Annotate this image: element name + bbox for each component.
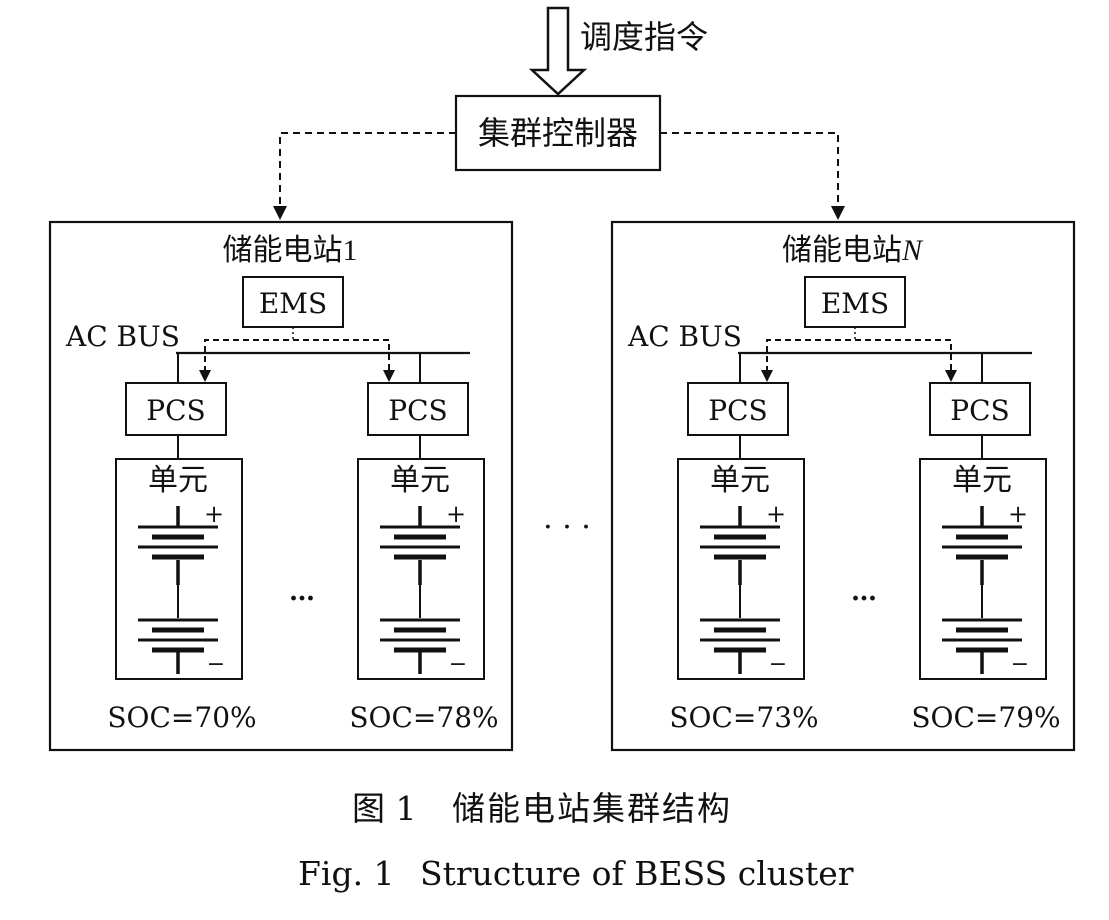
- battery-plus-label: +: [766, 500, 786, 528]
- unit-label: 单元: [390, 463, 450, 498]
- unit-label: 单元: [710, 463, 770, 498]
- storage-unit-2: PCS 单元+ − SOC=79%: [911, 353, 1061, 734]
- pcs-label: PCS: [388, 394, 447, 427]
- dispatch-command-label: 调度指令: [580, 18, 708, 56]
- battery-minus-label: −: [769, 652, 787, 677]
- arrowhead-station-1: [273, 206, 287, 220]
- arrowhead-station-n: [831, 206, 845, 220]
- station-title-suffix: N: [901, 234, 924, 267]
- cluster-controller-box: [454, 94, 662, 172]
- battery-plus-label: +: [446, 500, 466, 528]
- unit-label: 单元: [952, 463, 1012, 498]
- ems-label: EMS: [259, 287, 327, 320]
- pcs-label: PCS: [950, 394, 1009, 427]
- ems-dashed-bus: [766, 339, 952, 372]
- ems-label: EMS: [821, 287, 889, 320]
- battery-icon: [138, 506, 218, 674]
- pcs-label: PCS: [708, 394, 767, 427]
- battery-icon: [700, 506, 780, 674]
- soc-label: SOC=73%: [669, 701, 818, 734]
- caption-cn-title: 储能电站集群结构: [452, 789, 732, 828]
- soc-label: SOC=78%: [349, 701, 498, 734]
- ems-box: [804, 276, 906, 328]
- ac-bus-label: AC BUS: [627, 320, 742, 353]
- station-title-suffix: 1: [343, 234, 358, 267]
- units-ellipsis: …: [289, 577, 315, 607]
- station-title: 储能电站1: [223, 233, 358, 268]
- pcs-box: [125, 382, 227, 436]
- unit-label: 单元: [148, 463, 208, 498]
- controller-link-left: [279, 132, 456, 210]
- caption-cn-figure: 图 1: [352, 789, 417, 828]
- ac-bus-label: AC BUS: [65, 320, 180, 353]
- pcs-label: PCS: [146, 394, 205, 427]
- soc-label: SOC=79%: [911, 701, 1060, 734]
- storage-unit-2: PCS 单元+ − SOC=78%: [349, 353, 499, 734]
- cluster-controller-label: 集群控制器: [478, 114, 638, 152]
- battery-minus-label: −: [449, 652, 467, 677]
- ems-arrowhead: [199, 370, 211, 382]
- ems-dashed-bus: [204, 339, 390, 372]
- caption-en-title: Structure of BESS cluster: [420, 854, 854, 893]
- pcs-box: [929, 382, 1031, 436]
- units-ellipsis: …: [851, 577, 877, 607]
- ems-arrowhead: [945, 370, 957, 382]
- ems-box: [242, 276, 344, 328]
- battery-minus-label: −: [1011, 652, 1029, 677]
- stations-ellipsis: · · ·: [543, 510, 591, 545]
- battery-minus-label: −: [207, 652, 225, 677]
- storage-unit-1: PCS 单元+ − SOC=70%: [107, 353, 257, 734]
- caption-cn: 图 1 储能电站集群结构: [352, 789, 732, 828]
- battery-icon: [380, 506, 460, 674]
- station-title-prefix: 储能电站: [782, 233, 902, 268]
- station-title-prefix: 储能电站: [223, 233, 343, 268]
- controller-link-right: [660, 132, 839, 210]
- pcs-box: [367, 382, 469, 436]
- dispatch-command-arrow: [528, 6, 588, 96]
- battery-icon: [942, 506, 1022, 674]
- battery-plus-label: +: [204, 500, 224, 528]
- caption-en: Fig. 1 Structure of BESS cluster: [298, 854, 854, 893]
- ems-arrowhead: [383, 370, 395, 382]
- station-title: 储能电站N: [782, 233, 924, 268]
- ems-arrowhead: [761, 370, 773, 382]
- soc-label: SOC=70%: [107, 701, 256, 734]
- battery-plus-label: +: [1008, 500, 1028, 528]
- storage-unit-1: PCS 单元+ − SOC=73%: [669, 353, 819, 734]
- caption-en-figure: Fig. 1: [298, 854, 395, 893]
- pcs-box: [687, 382, 789, 436]
- controller-links: [279, 132, 839, 210]
